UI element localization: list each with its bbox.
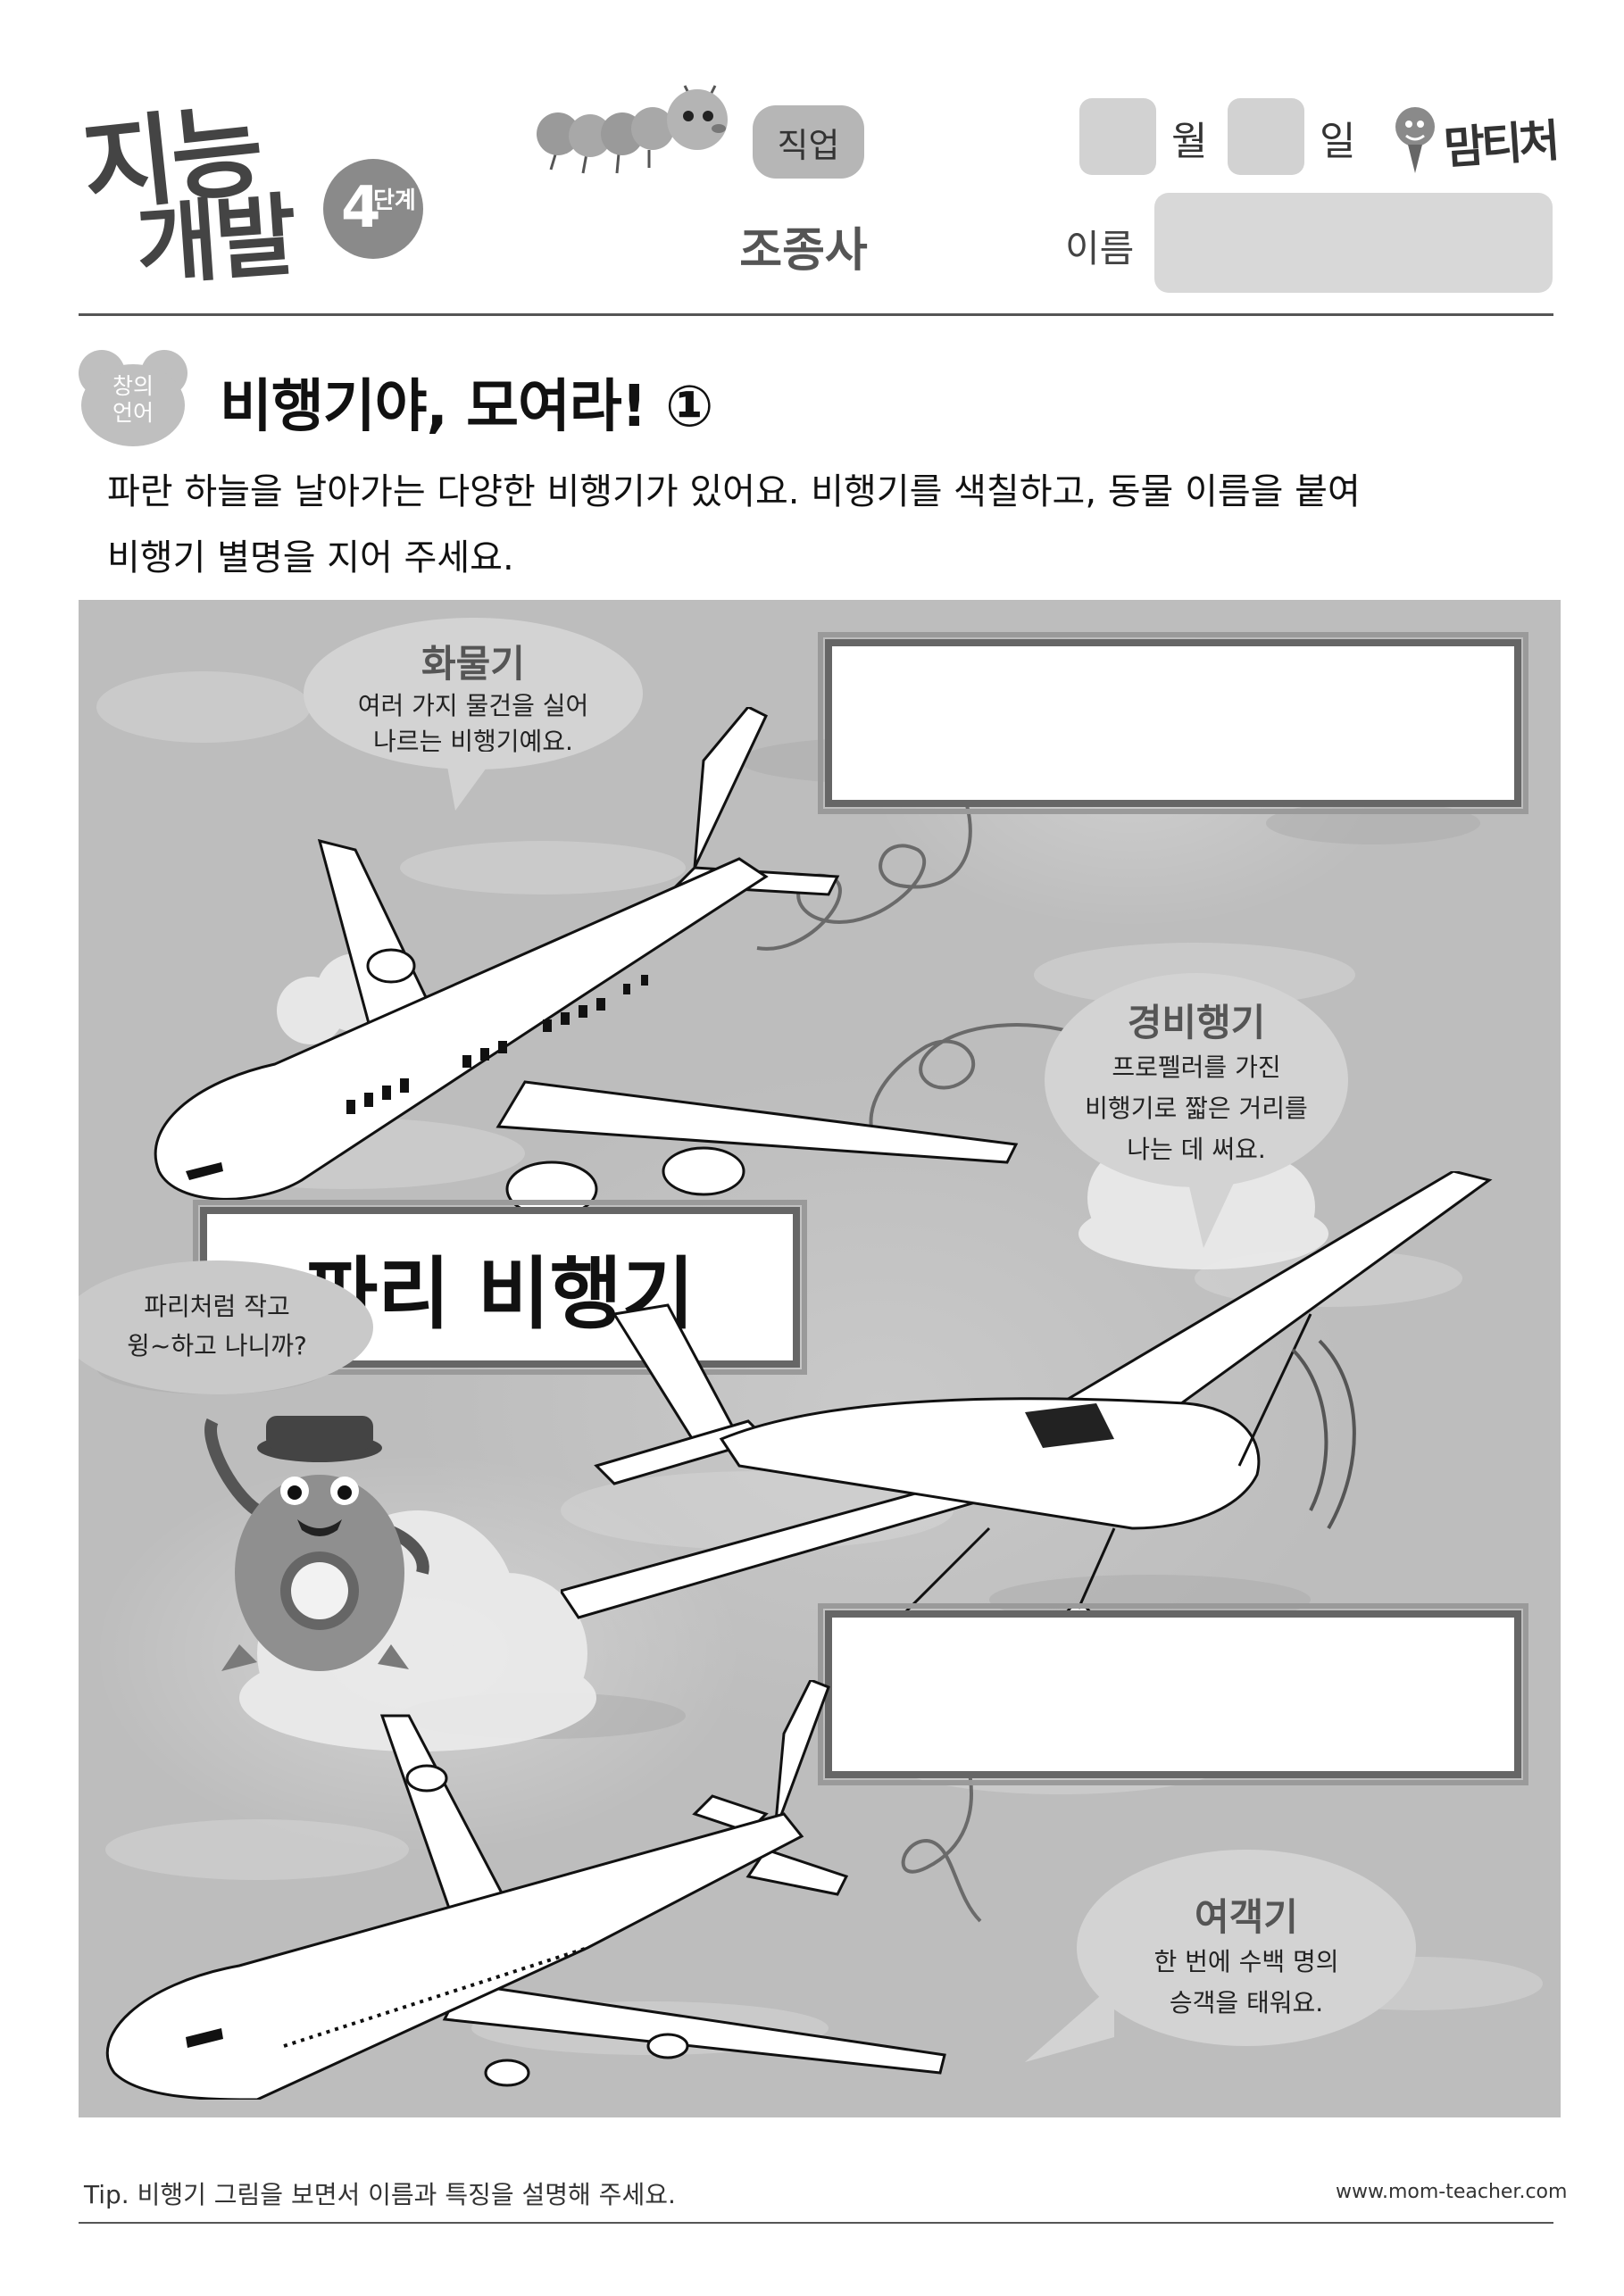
activity-badge-line1: 창의 [112,373,154,399]
cargo-bubble-tail [445,752,498,811]
light-plane-icon [561,1171,1493,1660]
light-plane-title: 경비행기 [1127,1001,1266,1044]
passenger-plane-icon [105,1680,946,2100]
passenger-bubble-tail [1025,1984,1114,2062]
day-label: 일 [1320,119,1356,164]
instruction-line-2: 비행기 별명을 지어 주세요. [107,537,514,578]
level-number: 4 [341,175,381,241]
month-label: 월 [1171,119,1208,164]
fly-speech-line-2: 윙~하고 나니까? [127,1331,307,1360]
footer-divider [79,2222,1553,2224]
header-divider [79,313,1553,316]
passenger-plane-bubble: 여객기 한 번에 수백 명의 승객을 태워요. [1077,1850,1416,2046]
month-input[interactable] [1079,98,1156,175]
name-label: 이름 [1065,227,1135,270]
cargo-plane-title: 화물기 [421,642,525,686]
cargo-plane-nickname-box[interactable] [818,632,1528,814]
fly-mascot-icon [204,1416,429,1671]
brand-logo: 맘티처 [1388,100,1562,180]
level-unit: 단계 [373,187,416,214]
activity-badge-text: 창의 언어 [75,373,191,427]
caterpillar-icon [531,80,745,187]
cargo-plane-desc-1: 여러 가지 물건을 실어 [357,691,589,720]
brand-name: 맘티처 [1442,114,1559,175]
passenger-plane-desc-2: 승객을 태워요. [1169,1988,1324,2017]
activity-badge-line2: 언어 [112,400,154,426]
instruction-line-1: 파란 하늘을 날아가는 다양한 비행기가 있어요. 비행기를 색칠하고, 동물 … [107,471,1361,512]
logo-text-bottom: 개발 [132,182,297,298]
pencil-mascot-icon [1395,107,1435,173]
cargo-plane-bubble: 화물기 여러 가지 물건을 실어 나르는 비행기예요. [304,618,643,769]
light-bubble-tail [1186,1171,1239,1248]
light-plane-desc-1: 프로펠러를 가진 [1112,1052,1281,1082]
fly-speech-line-1: 파리처럼 작고 [144,1292,290,1321]
sky-scene: 화물기 여러 가지 물건을 실어 나르는 비행기예요. [79,600,1561,2117]
category-tag: 직업 [753,105,864,179]
passenger-plane-desc-1: 한 번에 수백 명의 [1153,1947,1339,1976]
fly-speech-bubble: 파리처럼 작고 윙~하고 나니까? [79,1260,373,1394]
cargo-plane-icon [154,707,1019,1207]
website-url: www.mom-teacher.com [1336,2181,1568,2203]
page-title: 비행기야, 모여라! ① [220,374,713,440]
cargo-plane-desc-2: 나르는 비행기예요. [373,727,573,756]
name-input[interactable] [1154,193,1553,293]
passenger-plane-nickname-box[interactable] [818,1603,1528,1785]
level-badge: 4 단계 [323,159,423,259]
job-title: 조종사 [739,224,868,278]
logo: 지능 개발 4 단계 [78,79,448,298]
light-plane-desc-2: 비행기로 짧은 거리를 [1085,1094,1308,1123]
tip-text: Tip. 비행기 그림을 보면서 이름과 특징을 설명해 주세요. [84,2180,676,2209]
light-plane-desc-3: 나는 데 써요. [1127,1135,1266,1164]
day-input[interactable] [1228,98,1304,175]
activity-badge: 창의 언어 [75,348,191,448]
passenger-plane-title: 여객기 [1195,1895,1298,1939]
light-plane-bubble: 경비행기 프로펠러를 가진 비행기로 짧은 거리를 나는 데 써요. [1045,973,1348,1187]
